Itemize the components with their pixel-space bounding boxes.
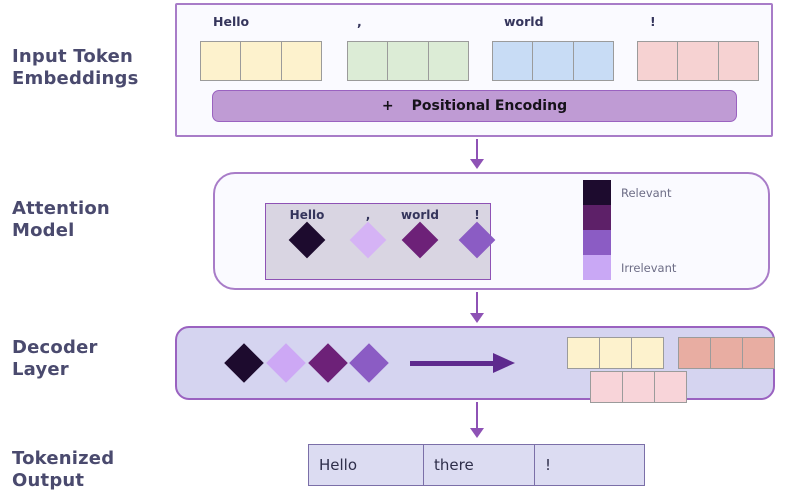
legend-row bbox=[583, 205, 763, 230]
input-token-label: Hello bbox=[213, 14, 250, 29]
input-embedding-block bbox=[347, 41, 469, 81]
decoder-output-block bbox=[567, 337, 664, 369]
row-label-attention-model: Attention Model bbox=[12, 198, 110, 241]
decoder-output-cell bbox=[567, 337, 600, 369]
input-embedding-block bbox=[200, 41, 322, 81]
legend-row bbox=[583, 230, 763, 255]
attention-token: ! bbox=[447, 207, 507, 259]
decoder-output-cell bbox=[622, 371, 655, 403]
row-label-input-token-embeddings: Input Token Embeddings bbox=[12, 46, 139, 89]
input-embedding-block bbox=[492, 41, 614, 81]
decoder-output-cell bbox=[710, 337, 743, 369]
legend-color-swatch bbox=[583, 255, 611, 280]
legend-color-swatch bbox=[583, 205, 611, 230]
tokenized-output-cell: Hello bbox=[308, 444, 424, 486]
embedding-cell bbox=[572, 41, 614, 81]
embedding-cell bbox=[717, 41, 759, 81]
embedding-cell bbox=[240, 41, 282, 81]
embedding-cell bbox=[677, 41, 719, 81]
decoder-output-cell bbox=[654, 371, 687, 403]
attention-relevance-diamond-icon bbox=[288, 221, 326, 259]
legend-label: Irrelevant bbox=[621, 260, 677, 275]
input-token-label: , bbox=[357, 14, 362, 29]
decoder-output-cell bbox=[678, 337, 711, 369]
attention-relevance-diamond-icon bbox=[349, 221, 387, 259]
decoder-output-block bbox=[590, 371, 687, 403]
attention-token: , bbox=[338, 207, 398, 259]
legend-row: Relevant bbox=[583, 180, 763, 205]
legend-row: Irrelevant bbox=[583, 255, 763, 280]
decoder-output-cell bbox=[742, 337, 775, 369]
attention-token: Hello bbox=[277, 207, 337, 259]
positional-encoding-plus-sign: + bbox=[381, 98, 394, 114]
attention-token-label: ! bbox=[474, 208, 480, 222]
embedding-cell bbox=[637, 41, 679, 81]
arrow-attention-to-decoder bbox=[470, 292, 484, 325]
attention-token: world bbox=[390, 207, 450, 259]
legend-color-swatch bbox=[583, 180, 611, 205]
decoder-output-cell bbox=[590, 371, 623, 403]
legend-label: Relevant bbox=[621, 185, 672, 200]
attention-token-label: Hello bbox=[289, 208, 325, 222]
embedding-cell bbox=[200, 41, 242, 81]
arrow-input-to-attention bbox=[470, 139, 484, 171]
tokenized-output-cell: ! bbox=[534, 444, 645, 486]
row-label-tokenized-output: Tokenized Output bbox=[12, 448, 115, 491]
decoder-output-cell bbox=[631, 337, 664, 369]
positional-encoding-bar: + Positional Encoding bbox=[212, 90, 737, 122]
input-token-label: ! bbox=[650, 14, 656, 29]
attention-relevance-diamond-icon bbox=[458, 221, 496, 259]
decoder-output-cell bbox=[599, 337, 632, 369]
row-label-decoder-layer: Decoder Layer bbox=[12, 337, 98, 380]
input-token-label: world bbox=[504, 14, 544, 29]
embedding-cell bbox=[280, 41, 322, 81]
decoder-flow-arrow-icon bbox=[410, 353, 515, 373]
decoder-output-block bbox=[678, 337, 775, 369]
arrow-decoder-to-output bbox=[470, 402, 484, 442]
attention-relevance-diamond-icon bbox=[401, 221, 439, 259]
input-embedding-block bbox=[637, 41, 759, 81]
legend-color-swatch bbox=[583, 230, 611, 255]
attention-token-label: , bbox=[365, 208, 371, 222]
embedding-cell bbox=[532, 41, 574, 81]
embedding-cell bbox=[492, 41, 534, 81]
positional-encoding-label: Positional Encoding bbox=[411, 98, 568, 114]
attention-token-label: world bbox=[401, 208, 439, 222]
tokenized-output-cell: there bbox=[423, 444, 535, 486]
embedding-cell bbox=[387, 41, 429, 81]
embedding-cell bbox=[427, 41, 469, 81]
embedding-cell bbox=[347, 41, 389, 81]
